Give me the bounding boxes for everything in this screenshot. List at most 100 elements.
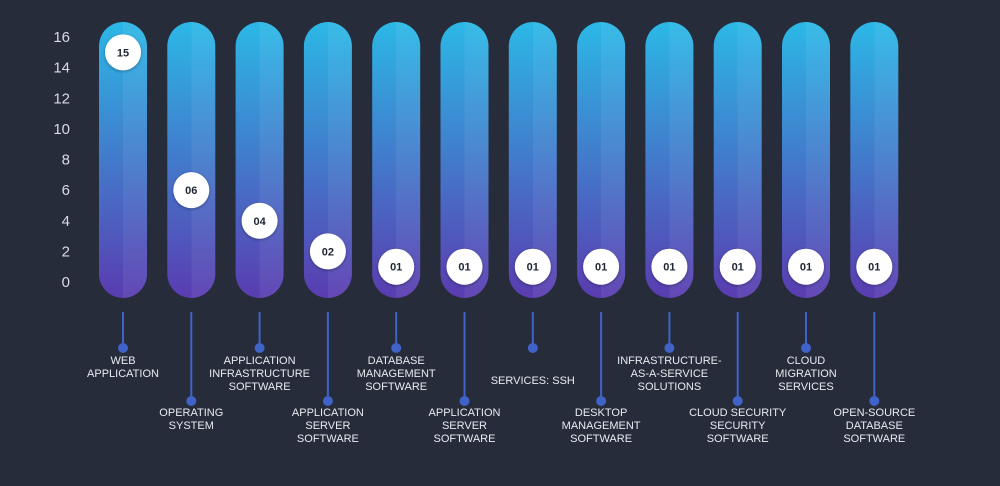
category-label-line: AS-A-SERVICE	[631, 368, 708, 380]
category-label-line: SOLUTIONS	[638, 381, 702, 393]
category-label-line: MANAGEMENT	[562, 420, 641, 432]
value-marker	[378, 248, 415, 285]
category-label-line: SERVER	[305, 420, 350, 432]
category-label-line: APPLICATION	[224, 355, 296, 367]
value-marker	[788, 248, 824, 285]
category-label-line: SOFTWARE	[365, 381, 427, 393]
bar-sheen	[167, 22, 216, 298]
category-label-line: DATABASE	[846, 420, 903, 432]
category-label-line: MANAGEMENT	[357, 368, 436, 380]
category-label-line: SOFTWARE	[434, 433, 496, 445]
value-label: 01	[458, 262, 470, 274]
value-label: 01	[868, 262, 880, 274]
value-label: 01	[527, 262, 539, 274]
category-label-line: APPLICATION	[429, 407, 501, 419]
y-tick-label: 12	[53, 90, 70, 107]
bar-sheen	[99, 22, 147, 298]
category-label-line: SOFTWARE	[843, 433, 905, 445]
value-label: 01	[800, 262, 812, 274]
category-label-line: OPERATING	[159, 407, 223, 419]
value-marker	[241, 202, 278, 239]
category-label: SERVICES: SSH	[491, 375, 575, 387]
value-marker	[651, 248, 688, 285]
connector-dot	[322, 396, 333, 406]
category-label-line: MIGRATION	[775, 368, 837, 380]
value-label: 15	[117, 47, 129, 59]
y-tick-label: 14	[53, 60, 70, 77]
y-axis: 0 2 4 6 8 10 12 14 16	[53, 29, 70, 291]
bar-sheen	[235, 22, 284, 298]
connector-dot	[732, 396, 743, 406]
y-tick-label: 0	[62, 274, 70, 291]
category-label-line: DESKTOP	[575, 407, 627, 419]
connector-dot	[459, 396, 470, 406]
value-label: 06	[185, 185, 197, 197]
connector-dot	[869, 396, 880, 406]
value-marker	[514, 248, 551, 285]
value-marker	[583, 248, 620, 285]
bar-sheen	[440, 22, 489, 298]
y-tick-label: 6	[62, 182, 70, 199]
connector-dot	[254, 343, 265, 353]
category-label-line: INFRASTRUCTURE	[209, 368, 310, 380]
category-label-line: WEB	[110, 355, 135, 367]
value-label: 01	[663, 262, 675, 274]
bar-sheen	[372, 22, 421, 298]
category-label-line: SERVICES: SSH	[491, 375, 575, 387]
category-label-line: OPEN-SOURCE	[833, 407, 915, 419]
value-marker	[173, 172, 210, 209]
category-label-line: SECURITY	[710, 420, 766, 432]
value-label: 01	[595, 262, 607, 274]
category-label-line: SOFTWARE	[707, 433, 769, 445]
value-label: 01	[390, 262, 402, 274]
value-label: 04	[253, 216, 266, 228]
category-label-line: SYSTEM	[169, 420, 214, 432]
y-tick-label: 2	[62, 243, 70, 260]
connector-dot	[801, 343, 811, 353]
bar-sheen	[850, 22, 899, 298]
y-tick-label: 8	[62, 152, 70, 169]
category-label-line: SOFTWARE	[229, 381, 291, 393]
y-tick-label: 16	[53, 29, 70, 46]
value-marker	[309, 233, 346, 270]
bar-sheen	[782, 22, 830, 298]
value-marker	[105, 34, 141, 71]
y-tick-label: 4	[62, 213, 70, 230]
category-label-line: CLOUD	[787, 355, 826, 367]
value-label: 01	[732, 262, 744, 274]
value-marker	[446, 248, 483, 285]
y-tick-label: 10	[53, 121, 70, 138]
bar-sheen	[577, 22, 626, 298]
connector-dot	[186, 396, 197, 406]
bar-sheen	[303, 22, 352, 298]
category-label-line: SOFTWARE	[297, 433, 359, 445]
connector-dot	[118, 343, 128, 353]
category-label-line: INFRASTRUCTURE-	[617, 355, 722, 367]
bar-sheen	[645, 22, 694, 298]
bar-sheen	[508, 22, 557, 298]
bar-sheen	[713, 22, 762, 298]
value-label: 02	[322, 246, 334, 258]
category-label-line: APPLICATION	[292, 407, 364, 419]
category-label-line: CLOUD SECURITY	[689, 407, 787, 419]
category-label-line: SERVER	[442, 420, 487, 432]
category-label-line: SERVICES	[778, 381, 833, 393]
category-label-line: SOFTWARE	[570, 433, 632, 445]
category-label-line: APPLICATION	[87, 368, 159, 380]
value-marker	[856, 248, 893, 285]
value-marker	[719, 248, 756, 285]
category-label-line: DATABASE	[368, 355, 425, 367]
